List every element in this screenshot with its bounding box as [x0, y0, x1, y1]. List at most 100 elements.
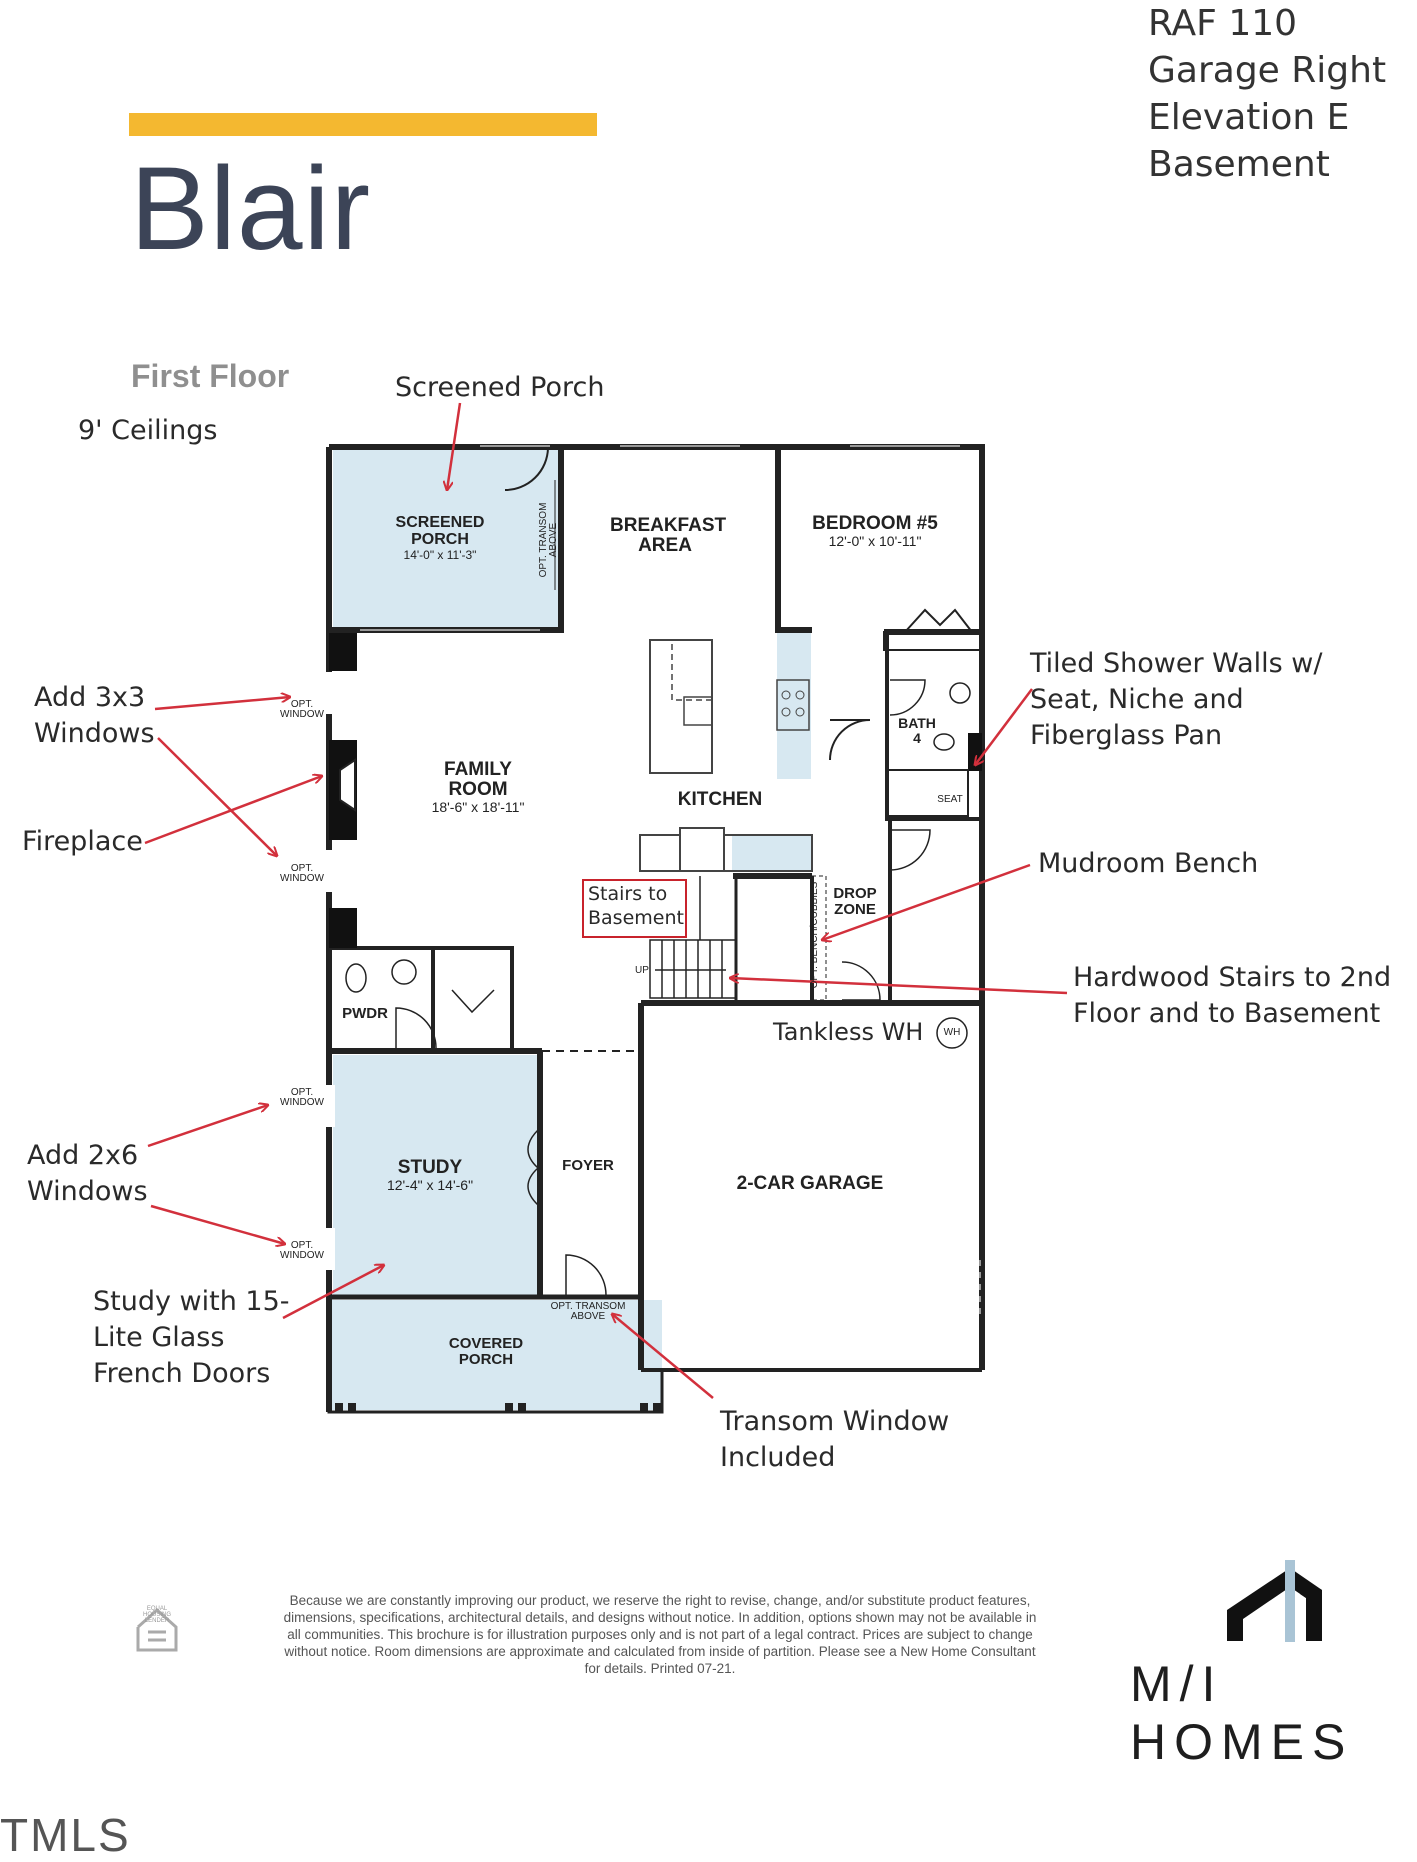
study-fill	[333, 1055, 537, 1295]
info-line-1: RAF 110	[1148, 3, 1298, 44]
room-pwdr-name: PWDR	[342, 1005, 388, 1022]
room-garage: 2-CAR GARAGE	[720, 1174, 900, 1194]
note-mudroom: Mudroom Bench	[1038, 848, 1259, 879]
closet-doors	[904, 608, 973, 633]
note-transom: Transom Window Included	[720, 1406, 950, 1473]
gap-window-1	[325, 672, 335, 714]
porch-post-4	[518, 1403, 526, 1412]
arrow-3x3-window-top	[154, 697, 290, 711]
pantry-door	[829, 719, 871, 761]
arrow-tiled-shower	[975, 688, 1033, 765]
pwdr-door	[395, 1007, 437, 1049]
room-study: STUDY 12'-4" x 14'-6"	[360, 1158, 500, 1193]
info-line-2: Garage Right	[1148, 50, 1387, 91]
gap-window-3	[325, 1085, 335, 1127]
gap-window-2	[325, 850, 335, 892]
room-breakfast-name: BREAKFAST AREA	[610, 515, 727, 556]
bath-door	[889, 679, 926, 716]
screened-porch-fill	[333, 447, 561, 627]
covered-porch-fill	[329, 1300, 662, 1410]
stairs-basement-box	[582, 879, 687, 938]
arrow-study	[282, 1265, 384, 1320]
tankless-wh-label: Tankless WH	[773, 1018, 924, 1046]
mi-homes-logo	[1227, 1560, 1322, 1642]
porch-post-2	[348, 1403, 356, 1412]
logo-roof-right	[1300, 1578, 1322, 1641]
info-line-3: Elevation E	[1148, 97, 1350, 138]
room-garage-name: 2-CAR GARAGE	[736, 1173, 884, 1194]
bath-sink	[949, 682, 971, 704]
sink	[683, 696, 713, 726]
info-line-4: Basement	[1148, 144, 1330, 185]
room-family: FAMILY ROOM 18'-6" x 18'-11"	[408, 760, 548, 815]
room-drop-zone-name: DROP ZONE	[833, 885, 877, 918]
pwdr-sink	[391, 959, 417, 985]
porch-post-3	[505, 1403, 513, 1412]
mudroom-door	[889, 829, 931, 871]
logo-chimney	[1285, 1560, 1295, 1642]
arrow-screened-porch	[447, 402, 462, 490]
arrow-fireplace	[144, 776, 322, 845]
kitchen-lower-counter-fill	[732, 835, 812, 871]
room-kitchen: KITCHEN	[660, 790, 780, 810]
wall-chunk-1	[329, 633, 357, 671]
cooktop	[776, 679, 810, 731]
opt-window-label-2: OPT. WINDOW	[280, 863, 324, 884]
burner-3	[781, 707, 791, 717]
seat-label: SEAT	[937, 794, 963, 805]
kitchen-island	[649, 639, 713, 774]
accent-bar	[129, 113, 597, 136]
room-family-name: FAMILY ROOM	[444, 759, 512, 800]
equal-housing-house	[136, 1607, 178, 1652]
room-screened-porch-name: SCREENED PORCH	[395, 514, 485, 548]
burner-1	[781, 690, 791, 700]
room-pwdr: PWDR	[335, 1006, 395, 1022]
arrow-2x6-top	[147, 1105, 268, 1148]
arrow-3x3-window-bottom	[157, 737, 277, 856]
porch-post-1	[335, 1403, 343, 1412]
room-bedroom5-dims: 12'-0" x 10'-11"	[828, 532, 922, 549]
note-2x6-windows: Add 2x6 Windows	[27, 1140, 148, 1207]
kitchen-counter-fill	[777, 633, 811, 779]
stairs-up-label: UP	[635, 965, 649, 976]
brand-name: M/I HOMES	[1130, 1656, 1354, 1770]
room-covered-porch-name: COVERED PORCH	[448, 1335, 524, 1368]
drop-zone-door	[841, 961, 881, 1001]
room-screened-porch-dims: 14'-0" x 11'-3"	[403, 547, 477, 562]
arrow-mudroom	[822, 863, 1031, 940]
bath-toilet	[933, 733, 955, 751]
room-bath4: BATH 4	[892, 715, 942, 746]
room-study-dims: 12'-4" x 14'-6"	[386, 1176, 474, 1193]
water-heater-icon	[936, 1017, 968, 1049]
room-bath4-name: BATH 4	[898, 715, 936, 746]
opt-transom-porch-label: OPT. TRANSOM ABOVE	[538, 502, 559, 578]
disclaimer: Because we are constantly improving our …	[283, 1593, 1037, 1676]
room-breakfast: BREAKFAST AREA	[605, 515, 727, 556]
opt-window-label-1: OPT. WINDOW	[280, 699, 324, 720]
bedroom-closet	[883, 631, 983, 651]
stairs-basement-label: Stairs to Basement	[588, 883, 684, 929]
island-cabinet	[671, 639, 713, 701]
note-study-doors: Study with 15-Lite Glass French Doors	[93, 1286, 290, 1389]
opt-window-label-3: OPT. WINDOW	[280, 1087, 324, 1108]
opt-window-label-4: OPT. WINDOW	[280, 1240, 324, 1261]
room-study-name: STUDY	[397, 1157, 463, 1178]
study-french-doors	[527, 1129, 540, 1206]
arrow-hardwood-stairs	[730, 978, 1068, 995]
burner-4	[795, 707, 805, 717]
plan-title: Blair	[130, 143, 372, 275]
wh-label: WH	[943, 1027, 961, 1038]
opt-bench-label: OPT. BENCH/CUBBIES	[809, 881, 820, 989]
porch-door	[504, 447, 550, 491]
room-foyer: FOYER	[548, 1158, 628, 1174]
pwdr-toilet	[345, 963, 367, 993]
note-screened-porch: Screened Porch	[395, 372, 605, 403]
note-3x3-windows: Add 3x3 Windows	[34, 682, 155, 749]
gap-window-4	[325, 1228, 335, 1270]
bath-wall-dark	[968, 733, 982, 771]
room-foyer-name: FOYER	[562, 1157, 614, 1174]
lower-counter	[639, 834, 813, 872]
wall-bedroom-left	[775, 447, 812, 633]
equal-housing-icon	[136, 1607, 178, 1652]
